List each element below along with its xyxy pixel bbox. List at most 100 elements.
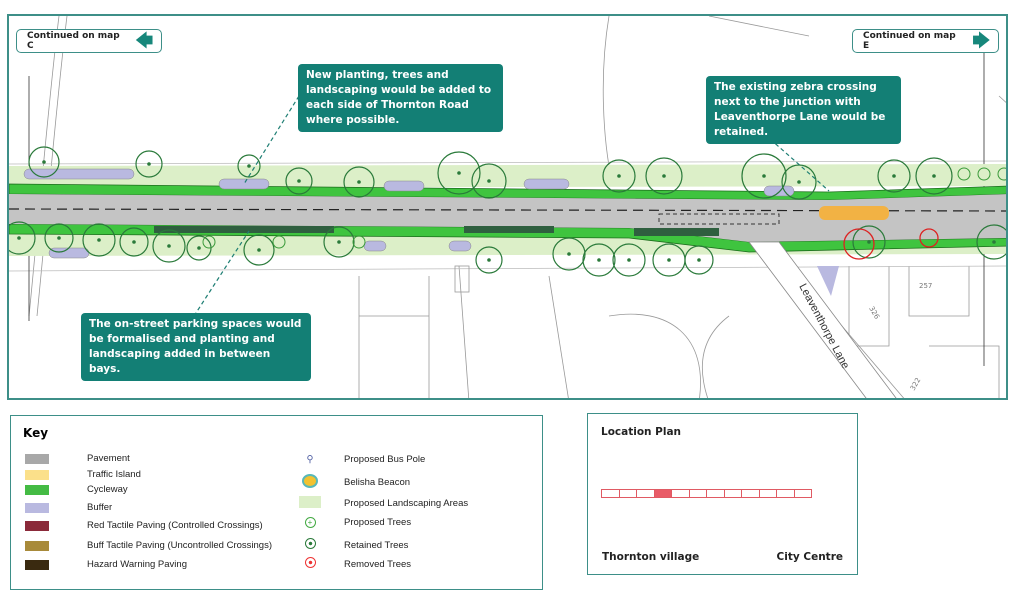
tree-dot [337, 240, 341, 244]
key-swatch [25, 469, 49, 480]
continued-left-label: Continued on map C [27, 31, 120, 51]
key-label: Buffer [87, 502, 113, 513]
location-bar [601, 489, 812, 498]
removed-tree-icon [296, 557, 324, 571]
key-item: Pavement [25, 453, 130, 464]
key-item: Cycleway [25, 484, 128, 495]
location-segment [723, 489, 742, 498]
callout-zebra-crossing: The existing zebra crossing next to the … [706, 76, 901, 144]
location-segment [618, 489, 637, 498]
retained-tree-icon [877, 159, 911, 193]
arrow-right-icon: 🡆 [972, 30, 990, 51]
proposed-tree-icon [997, 167, 1006, 181]
retained-tree-icon [915, 157, 953, 195]
key-item: Removed Trees [296, 557, 411, 571]
key-swatch [25, 540, 49, 551]
key-item: Buff Tactile Paving (Uncontrolled Crossi… [25, 540, 272, 551]
continued-right-label: Continued on map E [863, 31, 956, 51]
tree-dot [247, 164, 251, 168]
tree-dot [597, 258, 601, 262]
retained-tree-icon [28, 146, 60, 178]
key-item: +Proposed Trees [296, 517, 411, 528]
tree-dot [487, 179, 491, 183]
removed-tree-icon [919, 228, 939, 248]
buffer-area [448, 240, 472, 252]
retained-tree-icon [684, 245, 714, 275]
retained-tree-icon [437, 151, 481, 195]
key-label: Traffic Island [87, 469, 141, 480]
continued-on-map-c-button[interactable]: Continued on map C 🡄 [16, 29, 162, 53]
tree-dot [42, 160, 46, 164]
key-item: ⚲Proposed Bus Pole [296, 454, 426, 465]
retained-tree-icon [285, 167, 313, 195]
retained-tree-icon [602, 159, 636, 193]
map-drawing: Leaventhorpe Lane 257 326 322 [9, 16, 1006, 398]
continued-on-map-e-button[interactable]: Continued on map E 🡆 [852, 29, 999, 53]
callout-parking: The on-street parking spaces would be fo… [81, 313, 311, 381]
tree-dot [627, 258, 631, 262]
tree-dot [357, 180, 361, 184]
key-item: Belisha Beacon [296, 474, 410, 491]
tree-dot [57, 236, 61, 240]
location-plan-title: Location Plan [601, 426, 682, 438]
tree-dot [167, 244, 171, 248]
tree-dot [932, 174, 936, 178]
location-segment [671, 489, 690, 498]
proposed-tree-icon [272, 235, 286, 249]
tree-dot [797, 180, 801, 184]
retained-tree-icon [552, 237, 586, 271]
key-item: Traffic Island [25, 469, 141, 480]
key-item: Hazard Warning Paving [25, 559, 187, 570]
tree-dot [667, 258, 671, 262]
key-swatch [25, 484, 49, 495]
retained-tree-icon [44, 223, 74, 253]
location-segment [758, 489, 777, 498]
retained-tree-icon [135, 150, 163, 178]
retained-tree-icon [582, 243, 616, 277]
bus-pole-icon: ⚲ [306, 454, 314, 465]
tree-dot [662, 174, 666, 178]
retained-tree-icon [343, 166, 375, 198]
location-segment [601, 489, 620, 498]
location-plan: Location Plan Thornton village City Cent… [587, 413, 858, 575]
retained-tree-icon [645, 157, 683, 195]
buffer-area [48, 247, 90, 259]
buffer-area [23, 168, 135, 180]
proposed-tree-icon [202, 235, 216, 249]
buffer-area [363, 240, 387, 252]
retained-tree-icon [152, 229, 186, 263]
key-label: Proposed Trees [344, 517, 412, 528]
removed-tree-icon [843, 228, 875, 260]
tree-dot [457, 171, 461, 175]
key-title: Key [23, 426, 49, 440]
key-item: Proposed Landscaping Areas [296, 496, 468, 511]
tree-dot [617, 174, 621, 178]
key-label: Removed Trees [344, 558, 412, 570]
retained-tree-icon [471, 163, 507, 199]
location-segment [653, 489, 672, 498]
tree-dot [132, 240, 136, 244]
buffer-area [523, 178, 570, 190]
base-map-lines [9, 16, 1006, 398]
tree-dot [697, 258, 701, 262]
retained-tree-icon [741, 153, 787, 199]
tree-dot [762, 174, 766, 178]
tree-dot [867, 240, 871, 244]
house-number: 326 [867, 305, 881, 321]
key-item: Buffer [25, 502, 112, 513]
house-number: 257 [919, 282, 932, 290]
location-segment [636, 489, 655, 498]
buffer-area [763, 185, 795, 197]
key-label: Buff Tactile Paving (Uncontrolled Crossi… [87, 540, 272, 551]
key-item: Red Tactile Paving (Controlled Crossings… [25, 520, 263, 531]
retained-tree-icon [82, 223, 116, 257]
start-label: Thornton village [602, 551, 700, 563]
tree-dot [147, 162, 151, 166]
callout-planting: New planting, trees and landscaping woul… [298, 64, 503, 132]
key-label: Hazard Warning Paving [87, 559, 187, 570]
tree-dot [197, 246, 201, 250]
buffer-area [383, 180, 425, 192]
proposed-tree-icon [977, 167, 991, 181]
landscaping-icon [296, 496, 324, 511]
